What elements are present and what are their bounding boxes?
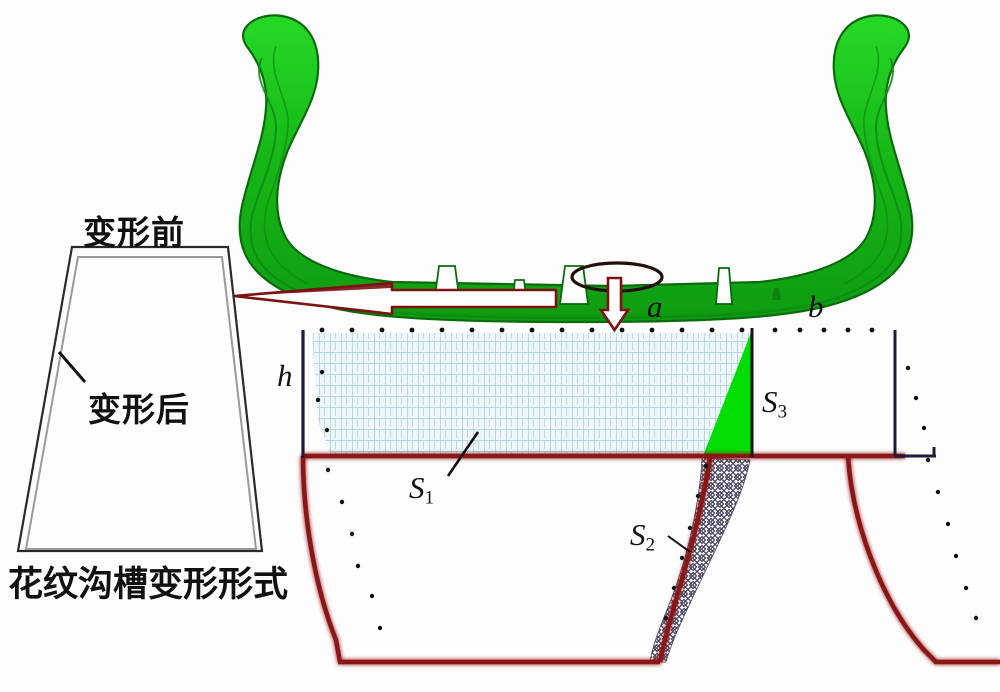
surface-dot-row [319, 327, 875, 333]
after-deformation-label: 变形后 [88, 393, 190, 429]
region-label-s3-subscript: 3 [777, 401, 788, 423]
vertical-load-arrow [598, 276, 631, 333]
right-reference-axis [893, 330, 936, 458]
before-deformation-outline [16, 245, 264, 553]
region-label-s3-text: S [762, 384, 778, 419]
after-deformation-outline [24, 256, 258, 550]
wall-dot-trail-left [315, 369, 383, 631]
zoom-callout-block-arrow [232, 281, 558, 316]
region-S3 [703, 330, 752, 456]
wall-dot-trail-right [905, 365, 979, 621]
after-deformation-leader [57, 351, 87, 383]
width-label-a: a [647, 289, 663, 324]
region-label-s1-subscript: 1 [424, 487, 435, 509]
tire-ply-line-left-2 [263, 45, 309, 285]
s2-leader-line [667, 535, 691, 553]
region-S1 [312, 333, 752, 455]
width-label-b: b [808, 289, 824, 324]
before-deformation-label: 变形前 [83, 216, 185, 252]
wall-dot-trail-s2 [663, 463, 709, 621]
tire-ply-line-right [575, 57, 903, 319]
region-label-s2: S2 [630, 517, 655, 556]
region-label-s2-subscript: 2 [645, 534, 656, 556]
left-panel-caption: 花纹沟槽变形形式 [8, 565, 289, 604]
s1-leader-line [446, 431, 480, 477]
region-label-s2-text: S [630, 517, 646, 552]
groove-wall-outline [300, 453, 1000, 665]
region-label-s1-text: S [409, 470, 425, 505]
tire-cross-section [238, 14, 914, 324]
region-label-s3: S3 [762, 384, 787, 423]
region-label-s1: S1 [409, 470, 434, 509]
axis-label-h: h [277, 358, 293, 393]
tire-ply-line-right-2 [843, 45, 889, 285]
